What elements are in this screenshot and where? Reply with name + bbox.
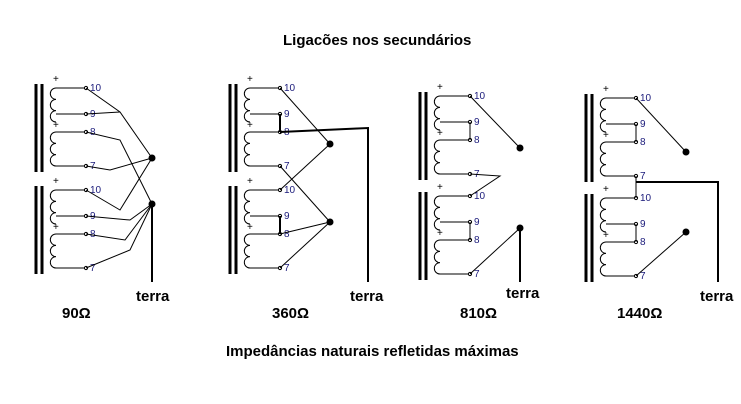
ground-label-3: terra [506,285,540,302]
polarity-plus: + [247,176,253,187]
connection-wire [85,203,153,221]
junction-dot [326,140,334,148]
junction-dot [516,144,524,152]
ground-wire [636,181,719,282]
tap-label: 10 [90,83,102,94]
connection-wire [635,97,687,153]
tap-label: 7 [640,171,646,182]
junction-dot [682,148,690,156]
polarity-plus: + [437,182,443,193]
polarity-plus: + [247,222,253,233]
connection-wire [635,231,687,277]
tap-label: 8 [90,229,96,240]
junction-dot [326,218,334,226]
junction-dot [682,228,690,236]
polarity-plus: + [247,120,253,131]
polarity-plus: + [603,130,609,141]
tap-label: 8 [640,137,646,148]
connection-wire [279,126,369,232]
tap-label: 10 [474,91,486,102]
connection-wire [469,95,521,149]
polarity-plus: + [437,82,443,93]
tap-label: 9 [284,211,290,222]
connection-wire [85,111,121,115]
winding-coil [433,239,441,275]
connection-wire [469,173,502,197]
winding-coil [599,141,607,177]
polarity-plus: + [53,74,59,85]
footer-caption: Impedâncias naturais refletidas máximas [226,343,519,360]
polarity-plus: + [53,222,59,233]
connection-wire [279,87,331,145]
tap-label: 8 [640,237,646,248]
polarity-plus: + [437,228,443,239]
connection-wire [85,203,153,269]
winding-coil [49,87,57,123]
winding-coil [599,197,607,233]
winding-coil [433,195,441,231]
connection-wire [85,131,153,205]
tap-label: 7 [284,161,290,172]
tap-label: 8 [90,127,96,138]
tap-label: 9 [474,117,480,128]
polarity-plus: + [603,230,609,241]
impedance-label-2: 360Ω [272,305,310,322]
page-title: Ligacões nos secundários [283,32,472,49]
impedance-label-4: 1440Ω [617,305,663,322]
connection-wire [85,157,153,211]
tap-label: 9 [284,109,290,120]
tap-label: 10 [284,185,296,196]
impedance-label-1: 90Ω [62,305,91,322]
tap-label: 10 [284,83,296,94]
tap-label: 7 [90,161,96,172]
winding-coil [243,87,251,123]
winding-coil [599,241,607,277]
tap-label: 9 [90,109,96,120]
connection-wire [85,157,153,171]
tap-label: 10 [640,193,652,204]
winding-coil [433,95,441,131]
impedance-label-3: 810Ω [460,305,498,322]
connection-wire [85,203,153,241]
polarity-plus: + [247,74,253,85]
tap-label: 10 [640,93,652,104]
tap-label: 8 [284,229,290,240]
junction-dot [148,154,156,162]
connection-wire [469,227,521,275]
winding-coil [243,233,251,269]
tap-label: 8 [474,135,480,146]
winding-coil [49,189,57,225]
connection-wire [279,221,331,269]
tap-label: 10 [90,185,102,196]
connection-wire [279,165,331,223]
connection-wire [279,221,331,235]
polarity-plus: + [603,84,609,95]
ground-label-1: terra [136,288,170,305]
tap-label: 7 [284,263,290,274]
tap-label: 9 [640,119,646,130]
tap-label: 9 [640,219,646,230]
polarity-plus: + [603,184,609,195]
tap-label: 7 [90,263,96,274]
winding-coil [243,131,251,167]
tap-label: 10 [474,191,486,202]
tap-label: 7 [474,269,480,280]
ground-label-4: terra [700,288,734,305]
winding-coil [433,139,441,175]
connection-wire [85,87,153,159]
winding-coil [49,131,57,167]
tap-label: 7 [640,271,646,282]
connection-wire [279,143,331,191]
polarity-plus: + [53,176,59,187]
winding-coil [49,233,57,269]
winding-coil [243,189,251,225]
polarity-plus: + [437,128,443,139]
winding-coil [599,97,607,133]
polarity-plus: + [53,120,59,131]
ground-label-2: terra [350,288,384,305]
tap-label: 8 [474,235,480,246]
tap-label: 9 [474,217,480,228]
